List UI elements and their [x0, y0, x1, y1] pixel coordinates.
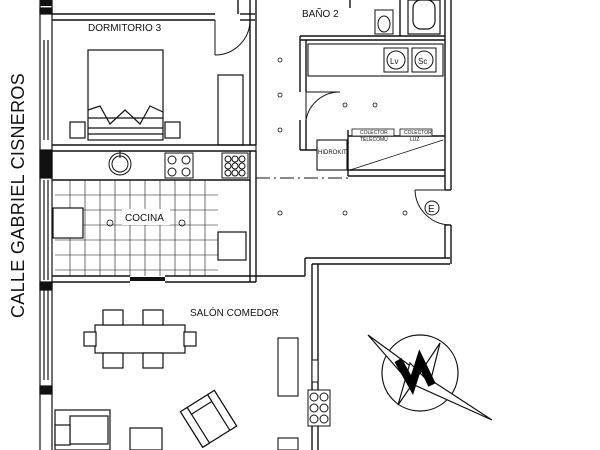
collector-telecom-box — [351, 128, 395, 137]
sofa — [54, 409, 111, 450]
bathtub — [407, 0, 441, 35]
hidrokit-box — [316, 139, 348, 171]
tv-unit — [277, 437, 299, 450]
toilet — [374, 9, 394, 35]
room-label-cocina: COCINA — [125, 213, 164, 224]
bathroom-lights — [277, 57, 378, 133]
kitchen-appliance — [217, 231, 247, 261]
dryer-label: Sc — [418, 57, 427, 66]
collector-light-box — [399, 128, 433, 137]
bathroom-2: BAÑO 2 Lv Sc — [277, 0, 444, 171]
wardrobe — [217, 74, 244, 146]
washing-machine — [383, 47, 409, 73]
ceiling-lights — [106, 219, 186, 227]
double-bed — [69, 49, 181, 141]
kitchen: COCINA — [52, 150, 249, 276]
street-name: CALLE GABRIEL CISNEROS — [8, 73, 28, 318]
street-label-group: CALLE GABRIEL CISNEROS — [8, 73, 28, 318]
north-arrow-icon — [367, 334, 493, 421]
coffee-table — [129, 427, 163, 450]
entrance-label: E — [428, 204, 435, 215]
entrance-marker: E — [424, 200, 440, 216]
kitchen-counter-left — [52, 207, 84, 239]
side-cabinet — [277, 337, 299, 397]
corridor-lights — [277, 210, 408, 216]
room-label-salon: SALÓN COMEDOR — [190, 306, 279, 319]
washer-label: Lv — [390, 57, 398, 66]
armchair — [179, 389, 238, 449]
room-label-bano: BAÑO 2 — [302, 7, 339, 20]
wine-rack — [307, 389, 331, 427]
cooktop — [164, 152, 194, 179]
doors — [214, 19, 452, 226]
bedroom-3: DORMITORIO 3 — [69, 23, 244, 146]
exterior-wall — [39, 0, 53, 450]
collector-light-label-2: LUZ — [410, 137, 419, 143]
collector-light-label-1: COLECTOR — [404, 130, 432, 136]
hidrokit-label: HIDROKIT — [318, 150, 347, 156]
dining-table — [83, 309, 197, 369]
kitchen-sink — [108, 150, 132, 176]
division-lines — [256, 177, 348, 277]
room-label-dormitorio: DORMITORIO 3 — [88, 23, 162, 34]
collector-telecom-label-2: TELECOMU — [360, 137, 388, 143]
living-dining-room: SALÓN COMEDOR — [54, 306, 331, 450]
kitchen-unit-grid — [221, 152, 249, 179]
collector-telecom-label-1: COLECTOR — [360, 130, 388, 136]
top-marks — [40, 0, 52, 6]
dryer — [411, 47, 437, 73]
